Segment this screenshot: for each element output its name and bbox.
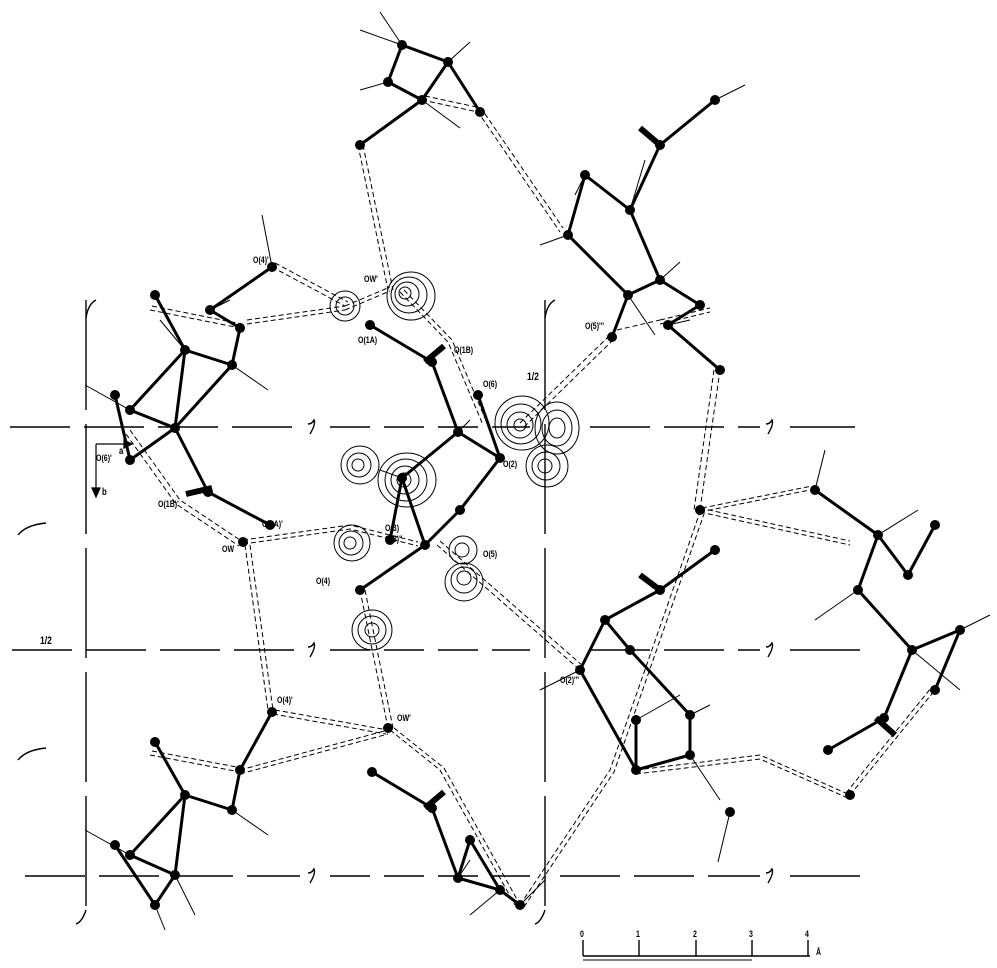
label-o3b: O(3)" bbox=[385, 534, 403, 544]
hydrogen-bonds bbox=[125, 95, 936, 908]
double-bonds bbox=[185, 125, 898, 811]
scale-tick-1: 1 bbox=[636, 929, 640, 939]
label-ow-lower: OW' bbox=[397, 713, 411, 723]
density-contours bbox=[329, 271, 580, 651]
label-o3: O(3) bbox=[385, 523, 400, 533]
molecule-bonds bbox=[113, 43, 962, 907]
label-o2-lower: O(2)''' bbox=[560, 675, 580, 685]
axis-arrows bbox=[91, 439, 134, 499]
unit-cell-lines bbox=[10, 299, 860, 925]
scale-unit: Å bbox=[816, 947, 822, 957]
scale-tick-4: 4 bbox=[805, 929, 809, 939]
scale-tick-2: 2 bbox=[693, 929, 697, 939]
hydrogen-atoms bbox=[84, 11, 991, 931]
label-o5-upper: O(5)''' bbox=[585, 321, 605, 331]
label-o1a-left: O(1A)' bbox=[262, 519, 283, 529]
axis-label-b: b bbox=[102, 487, 107, 498]
label-ow: OW bbox=[222, 544, 235, 554]
label-o2: O(2) bbox=[503, 459, 518, 469]
atoms bbox=[110, 40, 965, 910]
label-o4-lower: O(4)' bbox=[277, 695, 293, 705]
label-o1b-left: O(1B)' bbox=[158, 499, 179, 509]
label-ow-top: OW' bbox=[364, 274, 378, 284]
label-half-top: 1/2 bbox=[527, 371, 539, 383]
label-o4: O(4) bbox=[316, 576, 331, 586]
label-o5: O(5) bbox=[483, 549, 498, 559]
label-o6-left: O(6)' bbox=[96, 453, 112, 463]
label-half-left: 1/2 bbox=[40, 635, 52, 647]
scale-tick-0: 0 bbox=[580, 929, 584, 939]
label-o1b: O(1B) bbox=[454, 345, 474, 355]
axis-label-a: a bbox=[119, 446, 124, 457]
label-o6: O(6) bbox=[483, 379, 498, 389]
label-o1a: O(1A) bbox=[358, 335, 378, 345]
scale-bar bbox=[582, 940, 810, 961]
scale-tick-3: 3 bbox=[749, 929, 753, 939]
label-o4-top: O(4)' bbox=[253, 255, 269, 265]
